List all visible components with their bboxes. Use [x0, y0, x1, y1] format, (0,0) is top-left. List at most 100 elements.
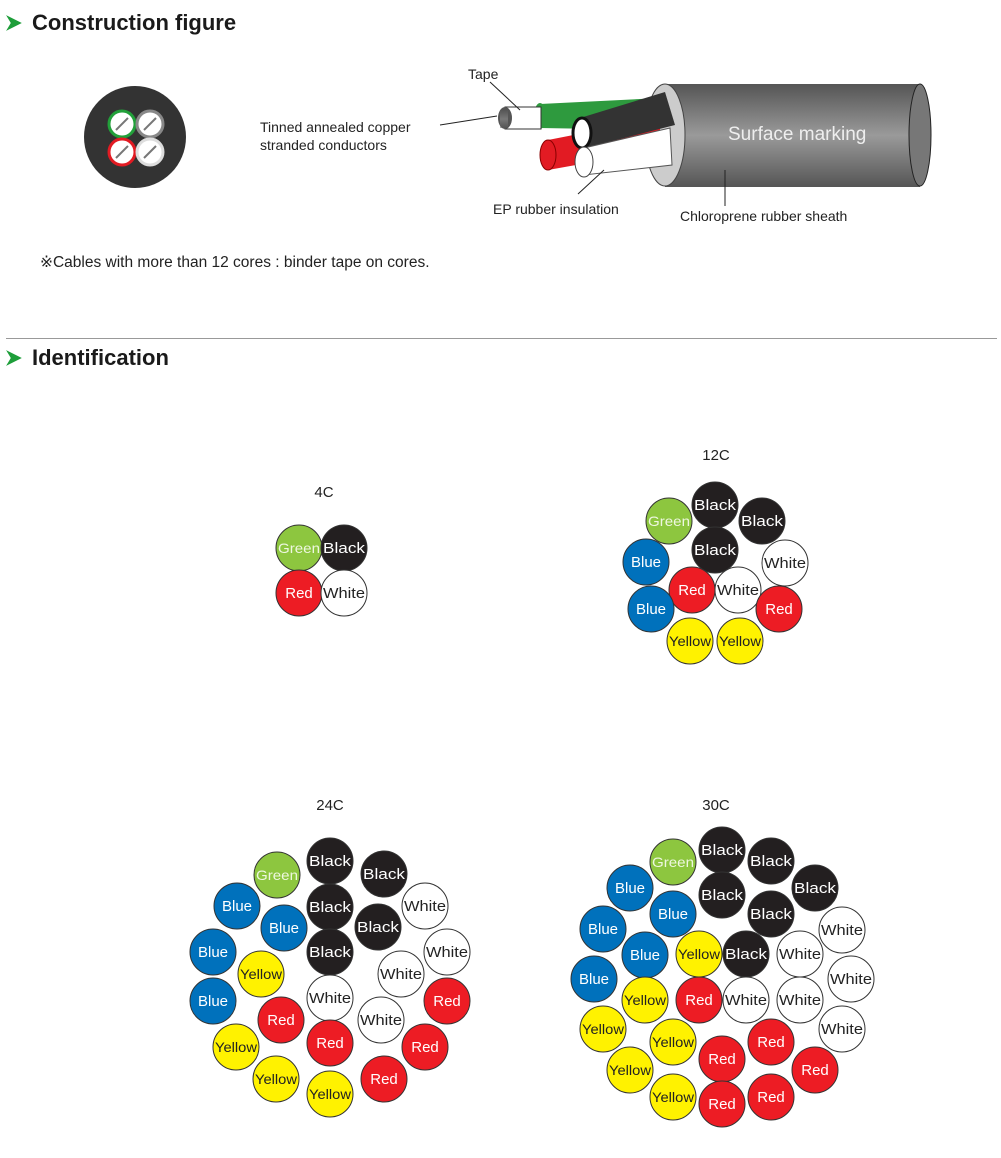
core-red: Red — [755, 585, 803, 633]
core-circle — [776, 976, 824, 1024]
core-label: Red — [433, 993, 461, 1010]
core-circle — [579, 905, 627, 953]
core-circle — [621, 976, 669, 1024]
core-label: Black — [741, 513, 784, 530]
core-white: White — [401, 882, 449, 930]
core-green: Green — [253, 851, 301, 899]
core-label: Blue — [658, 906, 688, 923]
core-label: Black — [725, 946, 768, 963]
core-circle — [747, 837, 795, 885]
core-label: Black — [694, 497, 737, 514]
core-circle — [360, 850, 408, 898]
core-blue: Blue — [621, 931, 669, 979]
core-label: Blue — [198, 944, 228, 961]
core-circle — [761, 539, 809, 587]
construction-figure — [84, 81, 932, 206]
core-blue: Blue — [189, 928, 237, 976]
core-label: Green — [648, 513, 690, 529]
core-label: Red — [757, 1034, 785, 1051]
core-label: White — [323, 585, 365, 602]
core-label: Blue — [636, 601, 666, 618]
core-red: Red — [747, 1018, 795, 1066]
core-white: White — [714, 566, 762, 614]
core-black: Black — [320, 524, 368, 572]
core-circle — [252, 1055, 300, 1103]
core-label: Yellow — [582, 1021, 625, 1037]
core-circle — [714, 566, 762, 614]
core-white: White — [776, 976, 824, 1024]
core-circle — [747, 1018, 795, 1066]
core-circle — [260, 904, 308, 952]
core-label: White — [764, 555, 806, 572]
core-label: Yellow — [652, 1034, 695, 1050]
core-white: White — [818, 906, 866, 954]
core-label: Blue — [269, 920, 299, 937]
core-yellow: Yellow — [252, 1055, 300, 1103]
core-circle — [357, 996, 405, 1044]
core-label: Red — [678, 582, 706, 599]
group-title-4c: 4C — [314, 484, 334, 501]
core-white: White — [357, 996, 405, 1044]
core-black: Black — [360, 850, 408, 898]
core-label: Black — [750, 853, 793, 870]
core-label: Red — [757, 1089, 785, 1106]
divider — [6, 338, 997, 339]
core-label: Yellow — [255, 1071, 298, 1087]
core-red: Red — [791, 1046, 839, 1094]
core-label: Blue — [588, 921, 618, 938]
core-label: Red — [685, 992, 713, 1009]
core-circle — [606, 1046, 654, 1094]
cross-section — [84, 86, 186, 188]
core-circle — [645, 497, 693, 545]
cable-drawing — [439, 81, 932, 206]
core-white: White — [320, 569, 368, 617]
core-circle — [818, 1005, 866, 1053]
core-label: White — [360, 1012, 402, 1029]
core-red: Red — [257, 996, 305, 1044]
construction-heading: Construction figure — [6, 10, 236, 36]
core-circle — [649, 1073, 697, 1121]
core-yellow: Yellow — [716, 617, 764, 665]
core-circle — [360, 1055, 408, 1103]
core-circle — [666, 617, 714, 665]
core-label: Blue — [198, 993, 228, 1010]
core-circle — [377, 950, 425, 998]
core-blue: Blue — [649, 890, 697, 938]
core-yellow: Yellow — [306, 1070, 354, 1118]
core-label: Black — [309, 853, 352, 870]
group-title-24c: 24C — [316, 797, 344, 814]
core-label: Black — [309, 944, 352, 961]
core-red: Red — [675, 976, 723, 1024]
core-label: Yellow — [719, 633, 762, 649]
core-label: Black — [357, 919, 400, 936]
surface-marking-label: Surface marking — [728, 124, 867, 145]
core-circle — [649, 838, 697, 886]
core-circle — [213, 882, 261, 930]
core-label: Red — [765, 601, 793, 618]
core-black: Black — [738, 497, 786, 545]
core-label: White — [309, 990, 351, 1007]
core-red: Red — [360, 1055, 408, 1103]
core-red: Red — [401, 1023, 449, 1071]
core-label: Black — [750, 906, 793, 923]
core-blue: Blue — [570, 955, 618, 1003]
core-circle — [622, 538, 670, 586]
core-label: Red — [285, 585, 313, 602]
core-label: Green — [278, 540, 320, 556]
core-label: Yellow — [678, 946, 721, 962]
core-black: Black — [691, 526, 739, 574]
core-black: Black — [354, 903, 402, 951]
core-label: Green — [652, 854, 694, 870]
core-yellow: Yellow — [579, 1005, 627, 1053]
core-label: Green — [256, 867, 298, 883]
core-yellow: Yellow — [237, 950, 285, 998]
core-label: Yellow — [609, 1062, 652, 1078]
core-label: Black — [323, 540, 366, 557]
core-white: White — [827, 955, 875, 1003]
core-yellow: Yellow — [649, 1073, 697, 1121]
core-label: Black — [794, 880, 837, 897]
core-label: White — [426, 944, 468, 961]
core-label: Yellow — [669, 633, 712, 649]
